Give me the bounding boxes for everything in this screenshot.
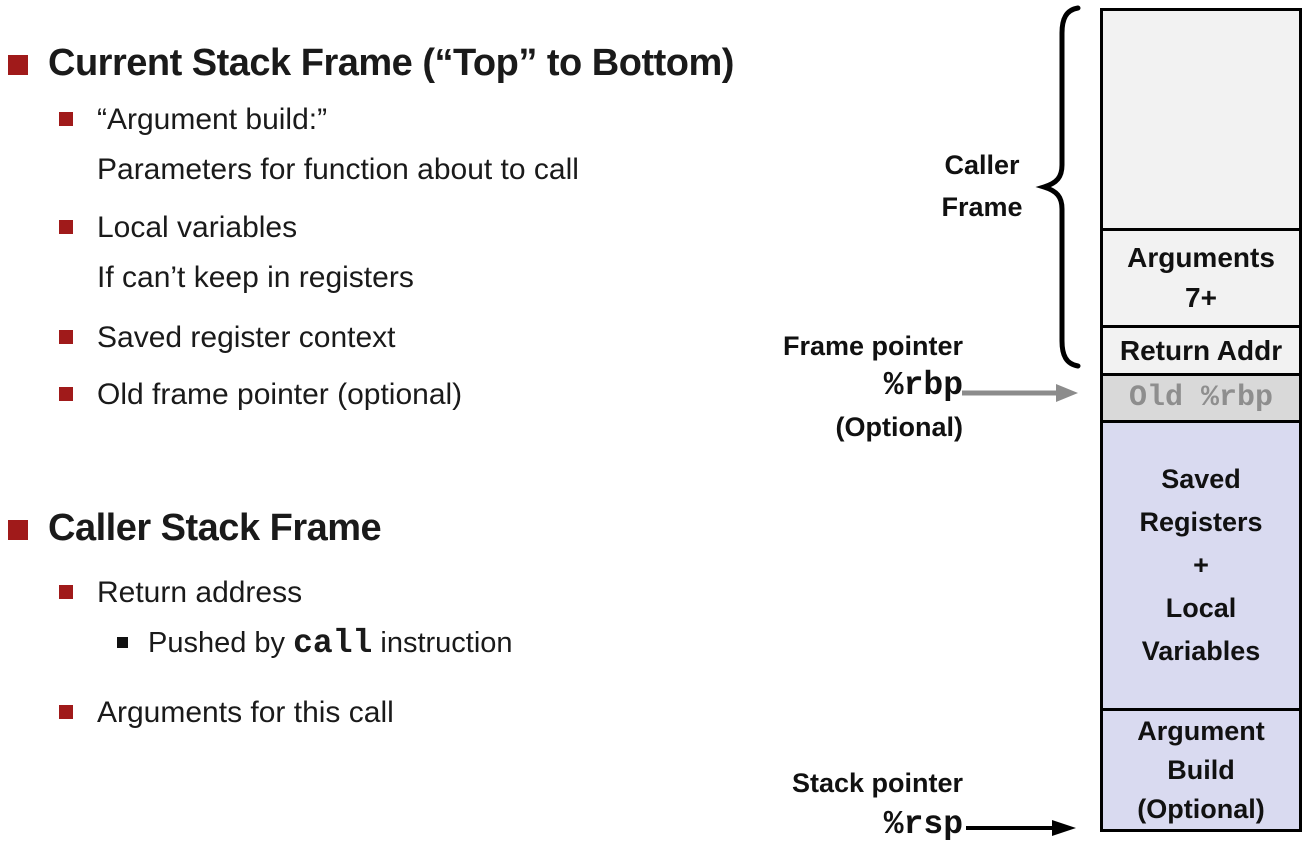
bullet-saved-register-context: Saved register context	[59, 313, 396, 363]
stack-cell-old-rbp: Old %rbp	[1103, 373, 1299, 420]
stack-cell-saved-registers-locals: Saved Registers + Local Variables	[1103, 420, 1299, 708]
sub-bullet-square-icon	[117, 637, 128, 648]
stack-pointer-label: Stack pointer %rsp	[792, 762, 963, 846]
bullet-return-address: Return address	[59, 568, 302, 618]
bullet-square-icon	[59, 585, 73, 599]
frame-pointer-label: Frame pointer %rbp (Optional)	[783, 326, 963, 448]
stack-cell-argument-build: Argument Build (Optional)	[1103, 708, 1299, 829]
rbp-register-label: %rbp	[883, 367, 963, 404]
bullet-line: Local variables	[97, 211, 298, 244]
cell-label-line: +	[1193, 550, 1209, 580]
cell-label-line: Return Addr	[1119, 334, 1283, 366]
bullet-line: Old frame pointer (optional)	[97, 378, 463, 411]
bullet-arguments-for-call: Arguments for this call	[59, 688, 394, 738]
cell-label-line: (Optional)	[1137, 793, 1265, 824]
stack-diagram: Arguments 7+ Return Addr Old %rbp Saved …	[1100, 8, 1302, 832]
bullet-square-icon	[59, 387, 73, 401]
stack-cell-return-addr: Return Addr	[1103, 325, 1299, 373]
label-line: Stack pointer	[791, 768, 963, 798]
bullet-line: “Argument build:”	[97, 103, 328, 136]
label-line: Frame pointer	[782, 331, 963, 361]
label-line: Frame	[941, 192, 1023, 222]
bullet-square-icon	[59, 705, 73, 719]
bullet-line: Saved register context	[97, 321, 396, 354]
cell-label-line: Saved	[1161, 464, 1241, 494]
cell-label-line: 7+	[1185, 282, 1217, 313]
rsp-pointer-arrow	[966, 820, 1076, 836]
bullet-argument-build: “Argument build:” Parameters for functio…	[59, 95, 579, 195]
stack-cell-arguments-7plus: Arguments 7+	[1103, 228, 1299, 325]
bullet-line: Arguments for this call	[97, 696, 394, 729]
cell-label-line: Old %rbp	[1128, 381, 1274, 415]
bullet-square-icon	[59, 112, 73, 126]
bullet-line: Parameters for function about to call	[97, 153, 579, 186]
label-line: (Optional)	[835, 412, 963, 442]
label-line: Caller	[944, 150, 1020, 180]
cell-label-line: Build	[1167, 754, 1235, 785]
bullet-old-frame-pointer: Old frame pointer (optional)	[59, 370, 462, 420]
heading-current-stack-frame: Current Stack Frame (“Top” to Bottom)	[8, 40, 734, 86]
bullet-square-icon	[59, 220, 73, 234]
bullet-line: If can’t keep in registers	[97, 261, 414, 294]
bullet-pushed-by-call: Pushed by call instruction	[117, 622, 513, 665]
heading-text: Current Stack Frame (“Top” to Bottom)	[48, 42, 734, 84]
cell-label-line: Arguments	[1127, 242, 1275, 273]
stack-cell-caller-frame-top	[1103, 11, 1299, 228]
bullet-line: Return address	[97, 576, 303, 609]
heading-text: Caller Stack Frame	[48, 507, 382, 549]
rbp-pointer-arrow	[962, 384, 1078, 402]
heading-caller-stack-frame: Caller Stack Frame	[8, 505, 382, 551]
sub-bullet-text: instruction	[372, 627, 513, 659]
cell-label-line: Argument	[1137, 715, 1265, 746]
cell-label-line: Local	[1165, 593, 1237, 623]
heading-bullet-icon	[8, 520, 28, 540]
cell-label-line: Registers	[1139, 507, 1263, 537]
call-instruction-code: call	[293, 625, 373, 662]
rsp-register-label: %rsp	[883, 806, 963, 843]
bullet-local-variables: Local variables If can’t keep in registe…	[59, 203, 414, 303]
bullet-square-icon	[59, 330, 73, 344]
caller-frame-label: Caller Frame	[902, 144, 1062, 228]
cell-label-line: Variables	[1141, 636, 1261, 666]
sub-bullet-text: Pushed by	[148, 627, 294, 659]
heading-bullet-icon	[8, 55, 28, 75]
